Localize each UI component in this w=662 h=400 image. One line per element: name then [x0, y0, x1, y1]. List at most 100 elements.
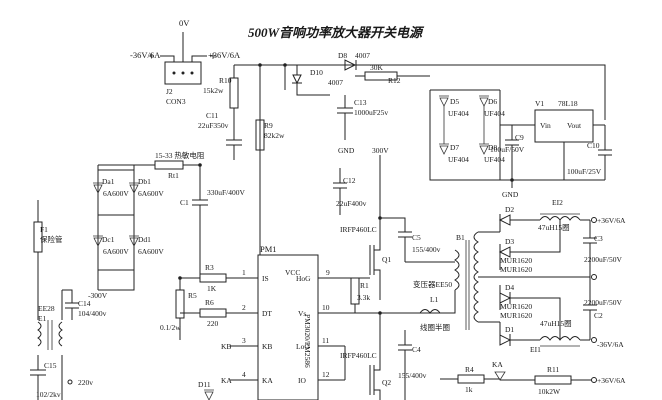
capacitor-c3: C3 2200uF/50V [583, 220, 623, 277]
capacitor-c12: C12 22uF400v [333, 168, 367, 215]
svg-text:D10: D10 [310, 68, 323, 77]
svg-text:R1: R1 [360, 281, 369, 290]
svg-text:D5: D5 [450, 97, 459, 106]
svg-text:3: 3 [242, 336, 246, 345]
zero-volt-label: 0V [179, 18, 190, 28]
svg-text:Da1: Da1 [102, 177, 115, 186]
thermistor-rt1: 15-33 热敏电阻 Rt1 [98, 150, 205, 180]
diode-d1: D1 [499, 322, 540, 346]
svg-text:Vs: Vs [298, 309, 306, 318]
svg-text:C5: C5 [412, 233, 421, 242]
svg-text:15-33 热敏电阻: 15-33 热敏电阻 [155, 150, 205, 160]
svg-text:9: 9 [326, 268, 330, 277]
svg-text:D6: D6 [488, 97, 497, 106]
diagram-title: 500W音响功率放大器开关电源 [248, 25, 425, 40]
svg-text:PM3020/PM2586: PM3020/PM2586 [303, 314, 312, 368]
svg-text:C11: C11 [206, 111, 218, 120]
svg-text:IRFP460LC: IRFP460LC [340, 225, 377, 234]
fuse-f1: F1 保险管 [33, 200, 63, 290]
svg-text:C12: C12 [343, 176, 356, 185]
svg-text:D7: D7 [450, 143, 459, 152]
svg-text:EI2: EI2 [552, 198, 563, 207]
svg-text:MUR1620: MUR1620 [500, 265, 532, 274]
resistor-r5: R5 0.1/2w [160, 278, 197, 340]
svg-text:2200uF/50V: 2200uF/50V [584, 298, 623, 307]
resistor-r12: 30K R12 [355, 63, 430, 85]
svg-text:1K: 1K [207, 284, 217, 293]
svg-text:1000uF25v: 1000uF25v [354, 108, 388, 117]
svg-text:B1: B1 [456, 233, 465, 242]
j2-label: J2 [166, 87, 173, 96]
resistor-r6: R6 220 [180, 298, 230, 328]
svg-text:Db1: Db1 [138, 177, 151, 186]
capacitor-c11: C11 22uF350v [198, 111, 242, 160]
resistor-r11: R11 10k2W [500, 365, 592, 396]
diode-d8: D8 4007 [330, 51, 370, 71]
capacitor-c9: C9 100uF/50V [490, 125, 525, 180]
neg300-label: -300V [88, 291, 108, 300]
out-pos36-bottom-label: +36V/6A [597, 376, 626, 385]
svg-text:UF404: UF404 [484, 109, 505, 118]
inductor-ei1: EI1 47uH15圈 [530, 297, 590, 354]
svg-text:4007: 4007 [355, 51, 370, 60]
svg-text:C9: C9 [515, 133, 524, 142]
svg-text:C1: C1 [180, 198, 189, 207]
svg-text:R11: R11 [547, 365, 559, 374]
svg-text:330uF/400V: 330uF/400V [207, 188, 246, 197]
kb-label: KB [221, 342, 231, 351]
svg-text:DT: DT [262, 309, 272, 318]
resistor-r1: R1 3.3k [350, 277, 370, 313]
diode-d11: D11 [198, 380, 214, 400]
svg-text:IRFP460LC: IRFP460LC [340, 351, 377, 360]
filter-e1: EE28 E1 [37, 290, 63, 350]
svg-text:KA: KA [262, 376, 273, 385]
svg-text:C10: C10 [587, 141, 600, 150]
svg-text:4: 4 [242, 370, 246, 379]
resistor-r4: R4 1k KA [440, 360, 506, 394]
bridge-d5-d8: D5 UF404 D6 UF404 D7 UF404 D8 UF404 [429, 89, 505, 181]
svg-text:6A600V: 6A600V [138, 247, 164, 256]
top-bus-wire [260, 64, 606, 120]
svg-text:220: 220 [207, 319, 219, 328]
ka-label: KA [221, 376, 232, 385]
svg-text:C4: C4 [412, 345, 421, 354]
bridge-rectifier: Da1 6A600V Db1 6A600V Dc1 6A600V Dd1 6A6… [93, 165, 164, 271]
svg-text:Dc1: Dc1 [102, 235, 115, 244]
svg-text:D4: D4 [505, 283, 514, 292]
svg-text:2200uF/50V: 2200uF/50V [584, 255, 623, 264]
svg-text:47uH15圈: 47uH15圈 [538, 223, 570, 232]
svg-text:10k2W: 10k2W [538, 387, 561, 396]
svg-text:保险管: 保险管 [40, 234, 63, 244]
svg-text:0.1/2w: 0.1/2w [160, 323, 181, 332]
svg-text:C3: C3 [594, 234, 603, 243]
svg-text:6A600V: 6A600V [103, 189, 129, 198]
ka-right-label: KA [492, 360, 503, 369]
svg-text:D3: D3 [505, 237, 514, 246]
svg-text:12: 12 [322, 370, 330, 379]
svg-text:3.3k: 3.3k [357, 293, 370, 302]
svg-text:104/400v: 104/400v [78, 309, 107, 318]
svg-text:4007: 4007 [328, 78, 343, 87]
svg-text:1k: 1k [465, 385, 473, 394]
svg-text:6A600V: 6A600V [138, 189, 164, 198]
svg-text:Rt1: Rt1 [168, 171, 179, 180]
capacitor-c1: 330uF/400V C1 [180, 165, 246, 280]
gnd-label-1: GND [338, 146, 355, 155]
connector-j2: 0V -36V/6A +36V/6A J2 CON3 [130, 18, 241, 106]
regulator-v1: V1 78L18 Vin Vout [500, 99, 605, 180]
svg-text:Q2: Q2 [382, 378, 391, 387]
svg-text:V1: V1 [535, 99, 544, 108]
svg-text:22uF400v: 22uF400v [336, 199, 367, 208]
diode-d4: D4 MUR1620 MUR1620 [499, 283, 540, 320]
svg-text:R9: R9 [264, 121, 273, 130]
inductor-l1: L1 线圈半圈 [419, 295, 450, 332]
out-neg36-label: -36V/6A [597, 340, 624, 349]
svg-text:EE28: EE28 [38, 304, 55, 313]
svg-text:100uF/50V: 100uF/50V [490, 145, 525, 154]
svg-text:线圈半圈: 线圈半圈 [420, 322, 450, 332]
svg-text:Q1: Q1 [382, 255, 391, 264]
svg-text:UF404: UF404 [448, 109, 469, 118]
svg-text:C2: C2 [594, 311, 603, 320]
resistor-r10: R10 15k2w [203, 65, 239, 130]
